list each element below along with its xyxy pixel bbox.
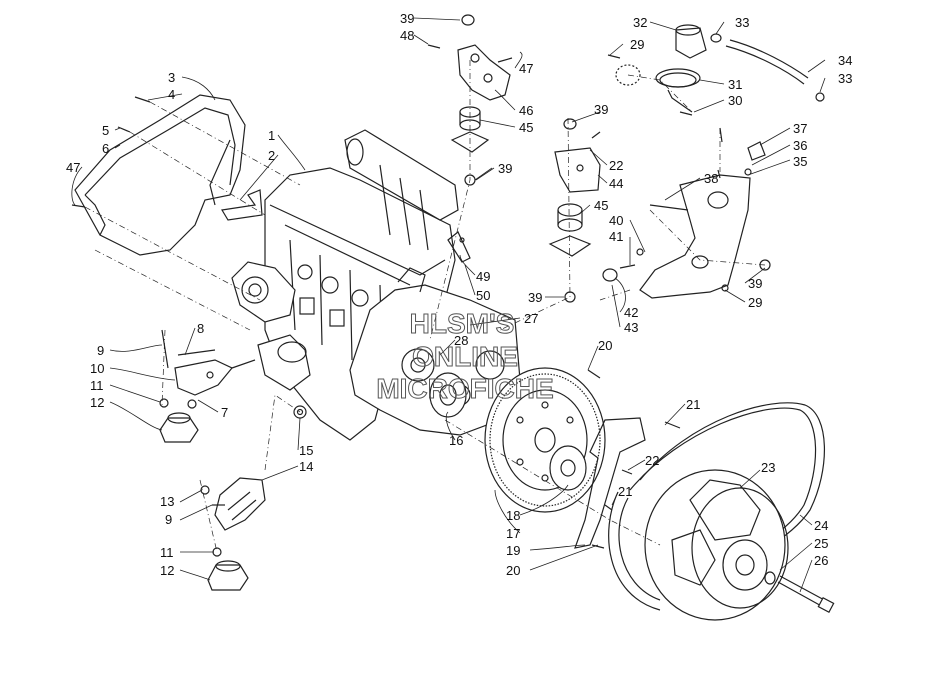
callout-35: 35	[793, 154, 807, 169]
callout-39: 39	[528, 290, 542, 305]
callout-22: 22	[645, 453, 659, 468]
callout-39: 39	[400, 11, 414, 26]
callout-36: 36	[793, 138, 807, 153]
rubber-mount-12a	[159, 398, 199, 443]
callout-labels: 39 48 32 33 29 34 33 31 30 3 4 47 46 45 …	[66, 11, 852, 578]
callout-29: 29	[630, 37, 644, 52]
bolts	[71, 54, 723, 549]
callout-20: 20	[598, 338, 612, 353]
callout-17: 17	[506, 526, 520, 541]
callout-33: 33	[838, 71, 852, 86]
clamp-31	[615, 64, 701, 113]
callout-14: 14	[299, 459, 313, 474]
callout-8: 8	[197, 321, 204, 336]
callout-30: 30	[728, 93, 742, 108]
callout-45: 45	[594, 198, 608, 213]
clutch-bolt-26	[764, 571, 835, 614]
callout-47: 47	[66, 160, 80, 175]
mount-bracket-44	[554, 118, 601, 193]
callout-13: 13	[160, 494, 174, 509]
callout-1: 1	[268, 128, 275, 143]
callout-5: 5	[102, 123, 109, 138]
callout-26: 26	[814, 553, 828, 568]
callout-9: 9	[97, 343, 104, 358]
bracket-35	[639, 141, 771, 299]
callout-28: 28	[454, 333, 468, 348]
breather-32	[675, 24, 722, 59]
mount-bracket-14	[200, 477, 266, 531]
callout-12: 12	[90, 395, 104, 410]
callout-9: 9	[165, 512, 172, 527]
callout-11: 11	[160, 545, 174, 560]
watermark-line-2: ONLINE	[412, 341, 518, 372]
callout-33: 33	[735, 15, 749, 30]
callout-38: 38	[704, 171, 718, 186]
callout-43: 43	[624, 320, 638, 335]
intake-manifold	[344, 129, 459, 251]
callout-46: 46	[519, 103, 533, 118]
callout-44: 44	[609, 176, 623, 191]
left-housing	[231, 261, 311, 391]
belt-guard-3	[74, 94, 246, 256]
callout-45: 45	[519, 120, 533, 135]
callout-31: 31	[728, 77, 742, 92]
callout-47: 47	[519, 61, 533, 76]
callout-41: 41	[609, 229, 623, 244]
callout-20: 20	[506, 563, 520, 578]
callout-19: 19	[506, 543, 520, 558]
callout-50: 50	[476, 288, 490, 303]
callout-6: 6	[102, 141, 109, 156]
callout-48: 48	[400, 28, 414, 43]
callout-25: 25	[814, 536, 828, 551]
hose-34	[725, 39, 825, 102]
callout-34: 34	[838, 53, 852, 68]
leader-lines	[71, 17, 826, 593]
fasteners-40-43	[602, 248, 644, 282]
callout-32: 32	[633, 15, 647, 30]
callout-42: 42	[624, 305, 638, 320]
drive-clutch-23	[644, 469, 789, 621]
callout-7: 7	[221, 405, 228, 420]
callout-12: 12	[160, 563, 174, 578]
watermark-line-1: HLSM'S	[410, 308, 515, 339]
callout-15: 15	[299, 443, 313, 458]
callout-4: 4	[168, 87, 175, 102]
bracket-19	[574, 417, 646, 549]
callout-18: 18	[506, 508, 520, 523]
mount-bracket-46	[427, 14, 513, 101]
mount-bracket-10	[161, 329, 256, 396]
callout-11: 11	[90, 378, 104, 393]
rubber-mount-45b	[548, 203, 592, 303]
callout-37: 37	[793, 121, 807, 136]
callout-27: 27	[524, 311, 538, 326]
bracket-49	[447, 231, 471, 263]
callout-3: 3	[168, 70, 175, 85]
callout-21: 21	[686, 397, 700, 412]
callout-10: 10	[90, 361, 104, 376]
callout-21: 21	[618, 484, 632, 499]
callout-39: 39	[498, 161, 512, 176]
callout-23: 23	[761, 460, 775, 475]
callout-16: 16	[449, 433, 463, 448]
callout-39: 39	[748, 276, 762, 291]
watermark-line-3: MICROFICHE	[376, 373, 553, 404]
hub-16	[429, 372, 467, 418]
callout-29: 29	[748, 295, 762, 310]
bracket-2	[221, 189, 263, 221]
callout-24: 24	[814, 518, 828, 533]
drive-plate-18	[549, 445, 587, 491]
callout-39: 39	[594, 102, 608, 117]
center-lines	[84, 60, 766, 553]
watermark: HLSM'S ONLINE MICROFICHE	[376, 308, 554, 405]
rubber-mount-12b	[207, 547, 249, 591]
callout-49: 49	[476, 269, 490, 284]
callout-40: 40	[609, 213, 623, 228]
callout-22: 22	[609, 158, 623, 173]
callout-2: 2	[268, 148, 275, 163]
